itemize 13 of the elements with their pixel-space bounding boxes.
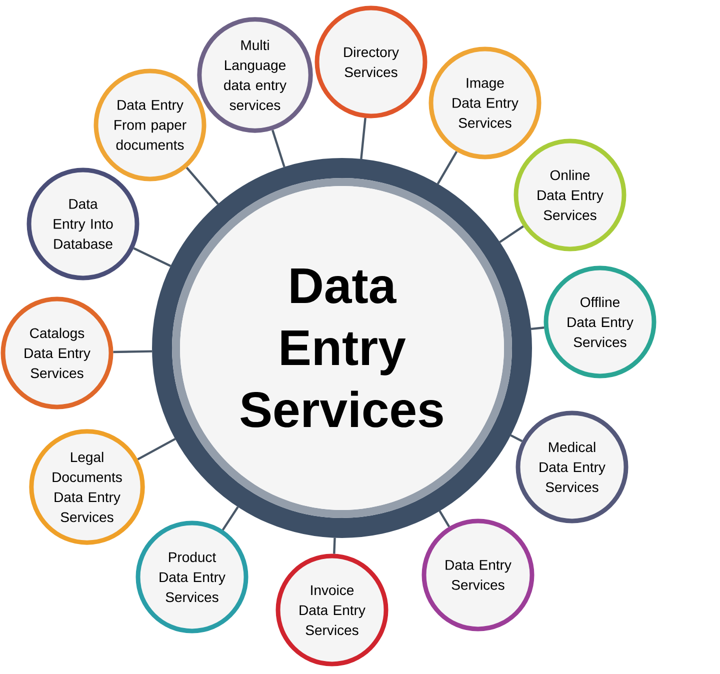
- connector-line: [436, 151, 458, 184]
- connector-line: [499, 225, 524, 244]
- connector-line: [137, 438, 176, 460]
- connector-line: [510, 434, 523, 442]
- connector-line: [133, 247, 172, 267]
- connector-line: [360, 118, 366, 160]
- connector-line: [222, 506, 239, 531]
- connector-line: [186, 166, 219, 205]
- connector-line: [113, 350, 152, 354]
- connector-line: [530, 326, 544, 330]
- connector-line: [438, 510, 450, 528]
- connector-line: [333, 538, 336, 554]
- connector-line: [272, 130, 286, 168]
